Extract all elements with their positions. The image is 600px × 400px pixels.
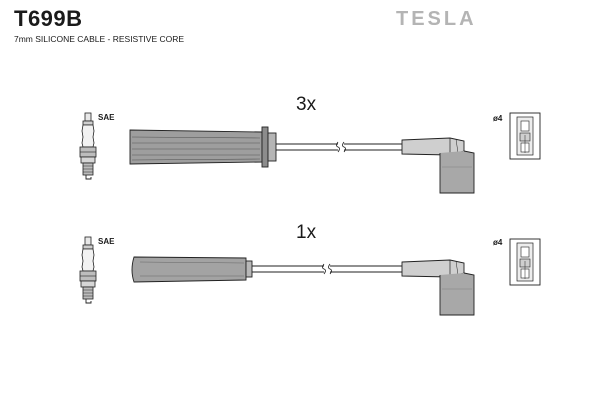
product-subtitle: 7mm SILICONE CABLE - RESISTIVE CORE [14, 34, 185, 44]
cable-assembly-row-2 [79, 236, 541, 316]
terminal-label-row-1: ø4 [493, 114, 503, 123]
terminal-icon [509, 238, 541, 286]
terminal-label-row-2: ø4 [493, 238, 503, 247]
plug-label-row-2: SAE [98, 237, 115, 246]
product-code: T699B [14, 6, 83, 31]
plug-label-row-1: SAE [98, 113, 115, 122]
brand-logo: TESLA [396, 8, 477, 30]
coil-boot-angled [401, 137, 475, 194]
quantity-row-2: 1x [296, 222, 317, 243]
ribbed-boot [129, 126, 277, 168]
cable-assembly-row-1 [79, 112, 541, 194]
terminal-icon [509, 112, 541, 160]
cable [276, 141, 402, 153]
spark-plug-icon [79, 236, 97, 304]
straight-boot [131, 256, 253, 283]
quantity-row-1: 3x [296, 94, 317, 115]
coil-boot-angled [401, 259, 475, 316]
cable [252, 263, 402, 275]
spark-plug-icon [79, 112, 97, 180]
